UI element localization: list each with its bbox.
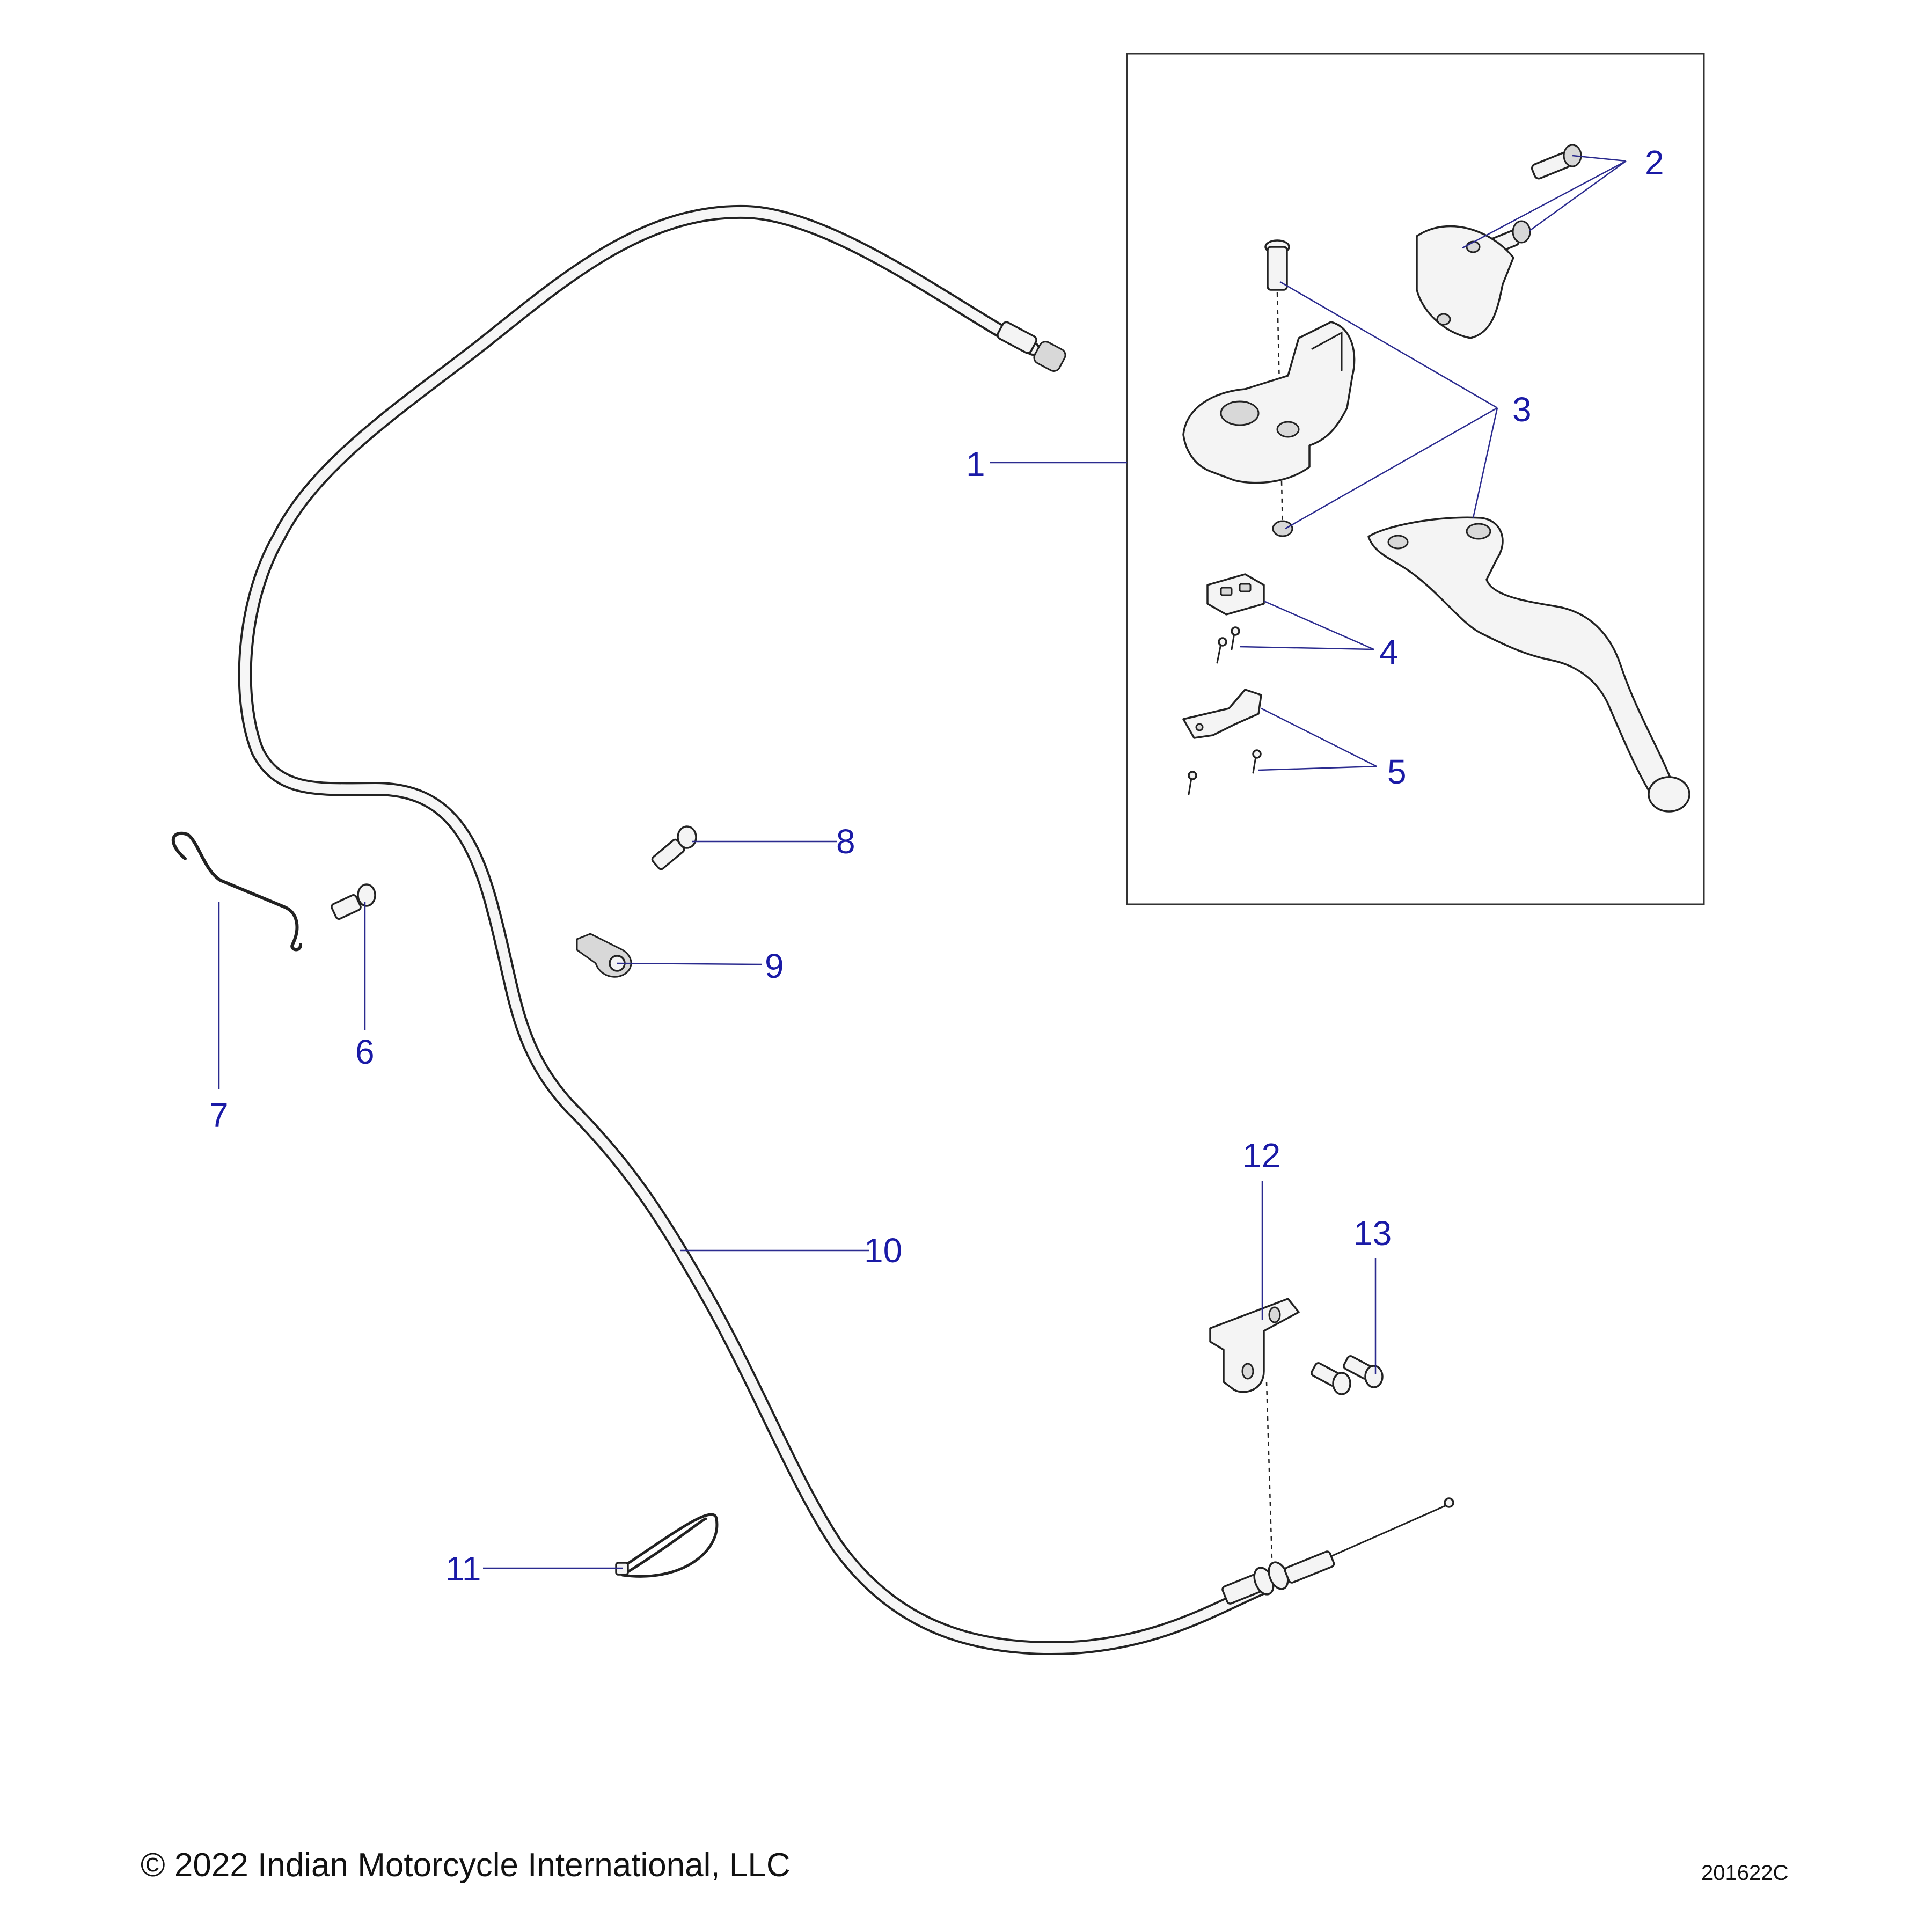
callout-11: 11 bbox=[445, 1549, 481, 1588]
callout-1: 1 bbox=[966, 445, 985, 484]
copyright-notice: © 2022 Indian Motorcycle International, … bbox=[141, 1847, 791, 1884]
lever-assembly-inset-frame bbox=[1126, 53, 1705, 905]
switch-bracket-part-5 bbox=[1182, 689, 1262, 795]
clutch-perch-body bbox=[1182, 321, 1356, 484]
screws-part-13 bbox=[1311, 1355, 1384, 1395]
hook-clip-part-7 bbox=[171, 831, 302, 952]
callout-5: 5 bbox=[1387, 752, 1407, 791]
drawing-number: 201622C bbox=[1701, 1861, 1789, 1885]
clutch-lever bbox=[1367, 516, 1690, 813]
p-clamp-part-9 bbox=[576, 933, 632, 978]
callout-9: 9 bbox=[765, 947, 784, 985]
callout-8: 8 bbox=[836, 822, 855, 861]
callout-6: 6 bbox=[355, 1033, 375, 1071]
clutch-cable-part-10 bbox=[238, 204, 1454, 1656]
pin-part-6 bbox=[331, 883, 376, 920]
callout-12: 12 bbox=[1242, 1136, 1280, 1175]
callout-13: 13 bbox=[1353, 1214, 1392, 1253]
switch-part-4 bbox=[1206, 573, 1265, 664]
cable-bracket-part-12 bbox=[1209, 1298, 1300, 1560]
callout-10: 10 bbox=[864, 1231, 902, 1270]
callout-2: 2 bbox=[1645, 143, 1664, 182]
cable-tie-part-11 bbox=[615, 1513, 719, 1578]
callout-7: 7 bbox=[209, 1096, 229, 1135]
pivot-bolt-part-3 bbox=[1264, 239, 1293, 537]
callout-3: 3 bbox=[1512, 390, 1532, 429]
leader-lines bbox=[218, 155, 1627, 1569]
callout-4: 4 bbox=[1379, 633, 1399, 671]
screw-part-8 bbox=[651, 825, 697, 870]
handlebar-clamp bbox=[1416, 225, 1514, 339]
